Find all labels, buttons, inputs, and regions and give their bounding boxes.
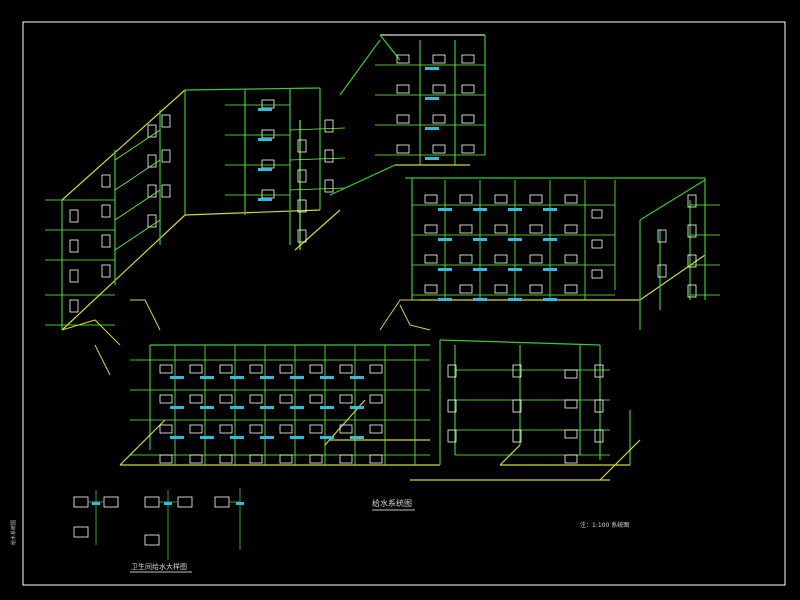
top-stack-fixtures bbox=[396, 54, 475, 154]
bottom-block-valves bbox=[170, 376, 364, 439]
bottom-block-fixtures bbox=[159, 364, 604, 464]
sheet-frame bbox=[22, 21, 786, 586]
floor-line bbox=[61, 214, 186, 331]
right-block-valves bbox=[438, 208, 557, 301]
left-wing-fixtures bbox=[69, 99, 334, 313]
floor-line bbox=[61, 89, 186, 201]
main-connectors bbox=[61, 299, 431, 376]
side-note: 给水系统图 bbox=[11, 519, 17, 545]
fixture-detail-a bbox=[73, 490, 119, 545]
drawing-title: 给水系统图 bbox=[372, 499, 412, 508]
right-block-fixtures bbox=[424, 194, 697, 298]
left-wing-branches bbox=[45, 104, 346, 326]
right-block-branches bbox=[412, 180, 720, 300]
left-wing-valves bbox=[258, 108, 272, 201]
legend-details bbox=[73, 488, 244, 573]
right-block bbox=[405, 177, 706, 330]
fixture-detail-c bbox=[214, 488, 244, 550]
legend-title: 卫生间给水大样图 bbox=[131, 563, 187, 571]
top-stack-valves bbox=[425, 67, 439, 160]
fixture-detail-b bbox=[144, 490, 193, 560]
bottom-block bbox=[119, 339, 641, 481]
left-wing bbox=[61, 87, 341, 331]
scale-note: 注：1:100 系统图 bbox=[580, 522, 630, 529]
top-stack-branches bbox=[375, 64, 485, 156]
